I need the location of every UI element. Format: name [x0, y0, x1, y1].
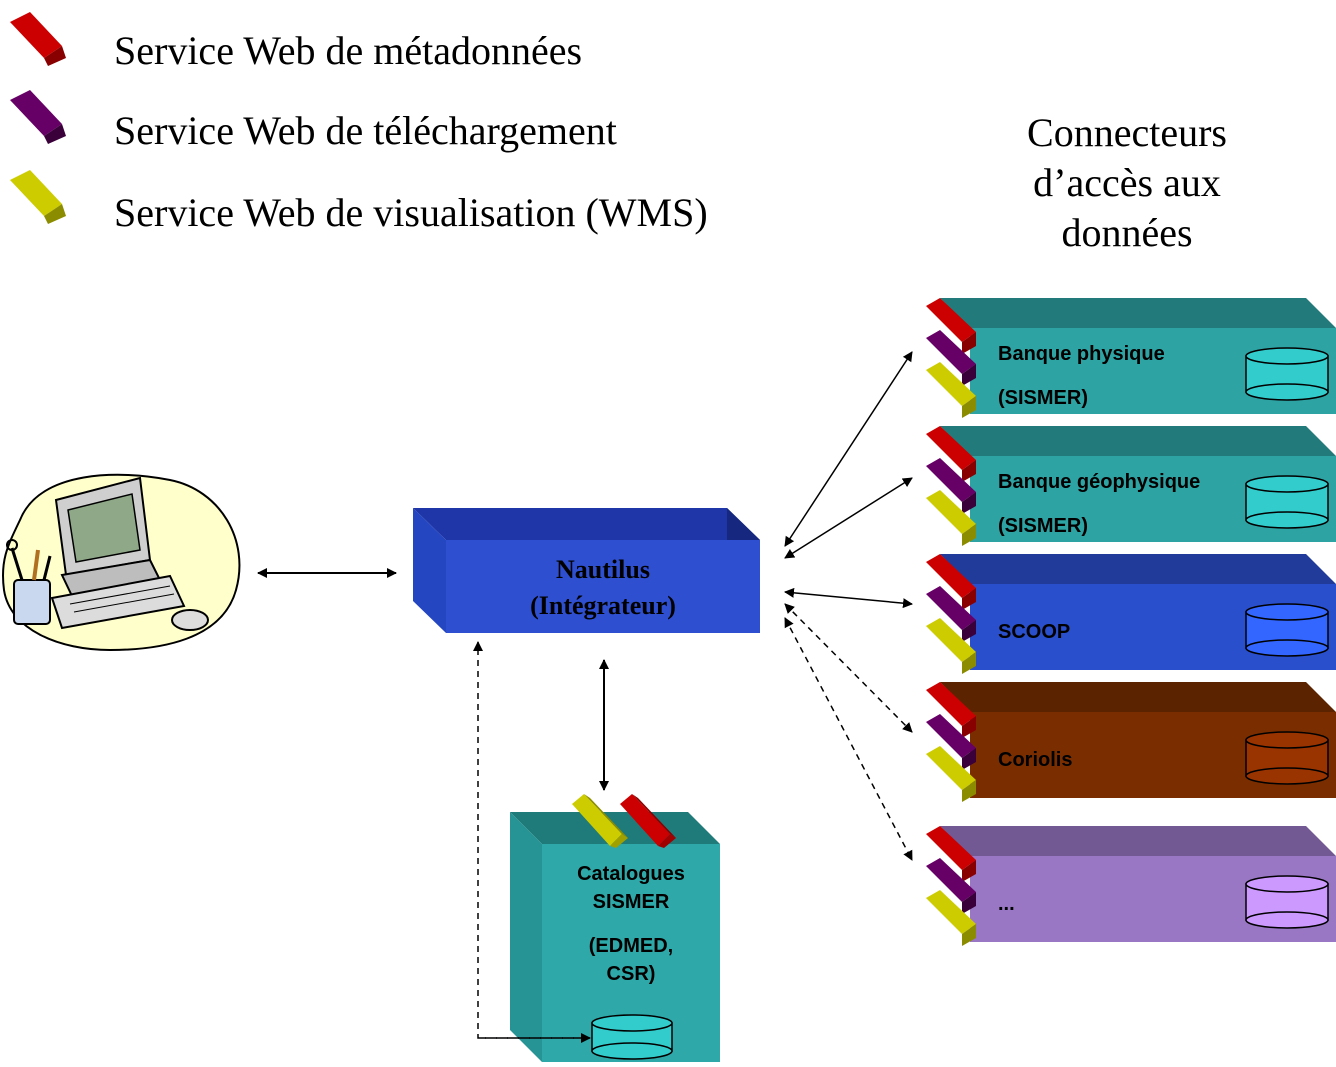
metadata-connector-icon: [926, 826, 976, 882]
bank-label-3: Coriolis: [998, 749, 1072, 771]
bank-arrows: [784, 351, 913, 861]
computer-icon: [2, 473, 241, 652]
arrow-to-bank-geophysique: [784, 477, 913, 559]
nautilus-subtitle: (Intégrateur): [530, 591, 676, 620]
catalog-line4: CSR): [607, 963, 656, 985]
catalog-line3: (EDMED,: [589, 935, 673, 957]
bank-label-0: Banque physique: [998, 343, 1165, 365]
nautilus-title: Nautilus: [556, 555, 650, 584]
arrow-to-other: [784, 617, 913, 861]
database-icon: [1245, 875, 1329, 929]
wms-connector-icon: [926, 362, 976, 418]
database-icon: [1245, 475, 1329, 529]
legend-label-metadata: Service Web de métadonnées: [114, 28, 582, 73]
bank-label-4: ...: [998, 893, 1015, 915]
arrow-to-bank-physique: [784, 351, 913, 547]
purple-connector-icon: [10, 90, 66, 144]
wms-connector-icon: [926, 746, 976, 802]
metadata-connector-icon: [926, 426, 976, 482]
red-connector-icon: [10, 12, 66, 66]
bank-list: Banque physique(SISMER)Banque géophysiqu…: [926, 298, 1336, 946]
connectors-heading-line2: d’accès aux: [1033, 160, 1221, 205]
connectors-heading-line3: données: [1061, 210, 1192, 255]
catalog-line2: SISMER: [593, 891, 670, 913]
metadata-connector-icon: [926, 554, 976, 610]
wms-connector-icon: [926, 618, 976, 674]
download-connector-icon: [926, 458, 976, 514]
bank-box-4: ...: [926, 826, 1336, 946]
nautilus-integrator-box: Nautilus (Intégrateur): [413, 508, 760, 633]
wms-connector-icon: [926, 490, 976, 546]
database-icon: [1245, 603, 1329, 657]
arrow-to-coriolis: [784, 603, 913, 733]
metadata-connector-icon: [926, 682, 976, 738]
bank-sublabel-0: (SISMER): [998, 387, 1088, 409]
yellow-connector-icon: [10, 170, 66, 224]
catalog-line1: Catalogues: [577, 863, 685, 885]
catalog-feedback-arrow: [473, 641, 590, 1039]
legend-label-wms: Service Web de visualisation (WMS): [114, 190, 708, 235]
download-connector-icon: [926, 858, 976, 914]
bank-sublabel-1: (SISMER): [998, 515, 1088, 537]
connectors-heading-line1: Connecteurs: [1027, 110, 1227, 155]
download-connector-icon: [926, 586, 976, 642]
bank-box-3: Coriolis: [926, 682, 1336, 802]
legend-item-wms: Service Web de visualisation (WMS): [10, 170, 708, 235]
legend: Service Web de métadonnées Service Web d…: [10, 12, 708, 235]
database-icon: [1245, 347, 1329, 401]
bank-label-1: Banque géophysique: [998, 471, 1200, 493]
bank-box-0: Banque physique (SISMER): [926, 298, 1336, 418]
metadata-connector-icon: [926, 298, 976, 354]
bank-label-2: SCOOP: [998, 621, 1070, 643]
bank-box-2: SCOOP: [926, 554, 1336, 674]
connectors-heading: Connecteurs d’accès aux données: [1027, 110, 1227, 255]
catalog-box: Catalogues SISMER (EDMED, CSR): [510, 794, 720, 1062]
database-icon: [1245, 731, 1329, 785]
download-connector-icon: [926, 714, 976, 770]
legend-label-download: Service Web de téléchargement: [114, 108, 617, 153]
catalog-wms-connector: [572, 794, 628, 848]
legend-item-download: Service Web de téléchargement: [10, 90, 617, 153]
download-connector-icon: [926, 330, 976, 386]
bank-box-1: Banque géophysique (SISMER): [926, 426, 1336, 546]
arrow-to-scoop: [784, 587, 913, 609]
wms-connector-icon: [926, 890, 976, 946]
catalog-database-icon: [591, 1014, 673, 1060]
legend-item-metadata: Service Web de métadonnées: [10, 12, 582, 73]
catalog-metadata-connector: [620, 794, 676, 848]
